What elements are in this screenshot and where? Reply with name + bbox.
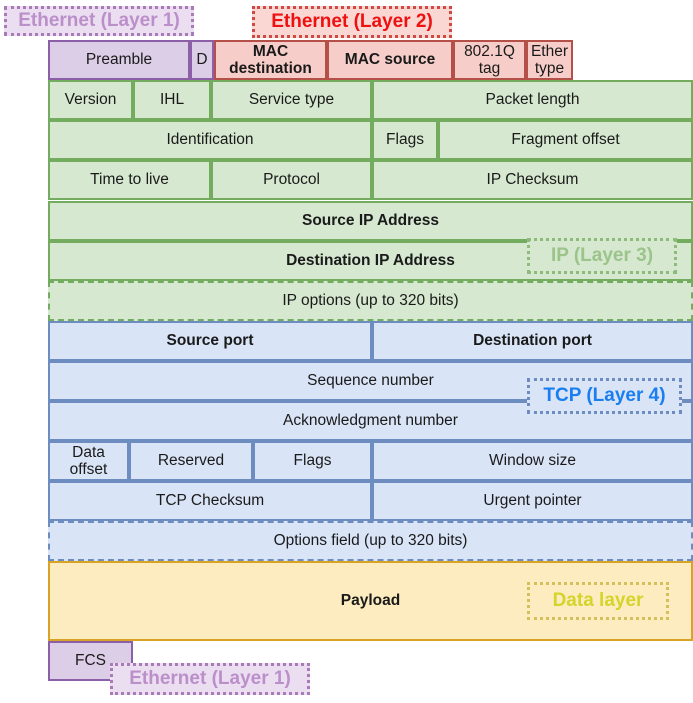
field-tcp-destination-port: Destination port	[372, 321, 693, 361]
callout-ethernet-layer1-top: Ethernet (Layer 1)	[4, 6, 194, 36]
field-tcp-acknowledgment-number: Acknowledgment number	[48, 401, 693, 441]
field-ip-protocol: Protocol	[211, 160, 372, 200]
field-ip-time-to-live: Time to live	[48, 160, 211, 200]
callout-ip-layer3: IP (Layer 3)	[527, 238, 677, 274]
field-ip-packet-length: Packet length	[372, 80, 693, 120]
field-mac-destination: MAC destination	[214, 40, 327, 80]
field-ip-flags: Flags	[372, 120, 438, 160]
field-ip-options: IP options (up to 320 bits)	[48, 281, 693, 321]
field-source-ip-address: Source IP Address	[48, 201, 693, 241]
field-tcp-checksum: TCP Checksum	[48, 481, 372, 521]
field-tcp-flags: Flags	[253, 441, 372, 481]
callout-ethernet-layer1-bottom: Ethernet (Layer 1)	[110, 663, 310, 695]
field-ip-identification: Identification	[48, 120, 372, 160]
field-tcp-urgent-pointer: Urgent pointer	[372, 481, 693, 521]
field-tcp-options: Options field (up to 320 bits)	[48, 521, 693, 561]
field-tcp-window-size: Window size	[372, 441, 693, 481]
callout-ethernet-layer2: Ethernet (Layer 2)	[252, 6, 452, 38]
field-ip-version: Version	[48, 80, 133, 120]
field-tcp-data-offset: Data offset	[48, 441, 129, 481]
field-ip-checksum: IP Checksum	[372, 160, 693, 200]
field-vlan-tag: 802.1Q tag	[453, 40, 526, 80]
field-tcp-source-port: Source port	[48, 321, 372, 361]
field-mac-source: MAC source	[327, 40, 453, 80]
callout-data-layer: Data layer	[527, 582, 669, 620]
field-ethertype: Ether type	[526, 40, 573, 80]
field-ip-fragment-offset: Fragment offset	[438, 120, 693, 160]
field-tcp-reserved: Reserved	[129, 441, 253, 481]
field-ip-service-type: Service type	[211, 80, 372, 120]
field-start-frame-delimiter: D	[190, 40, 214, 80]
field-ip-ihl: IHL	[133, 80, 211, 120]
field-preamble: Preamble	[48, 40, 190, 80]
callout-tcp-layer4: TCP (Layer 4)	[527, 378, 682, 414]
